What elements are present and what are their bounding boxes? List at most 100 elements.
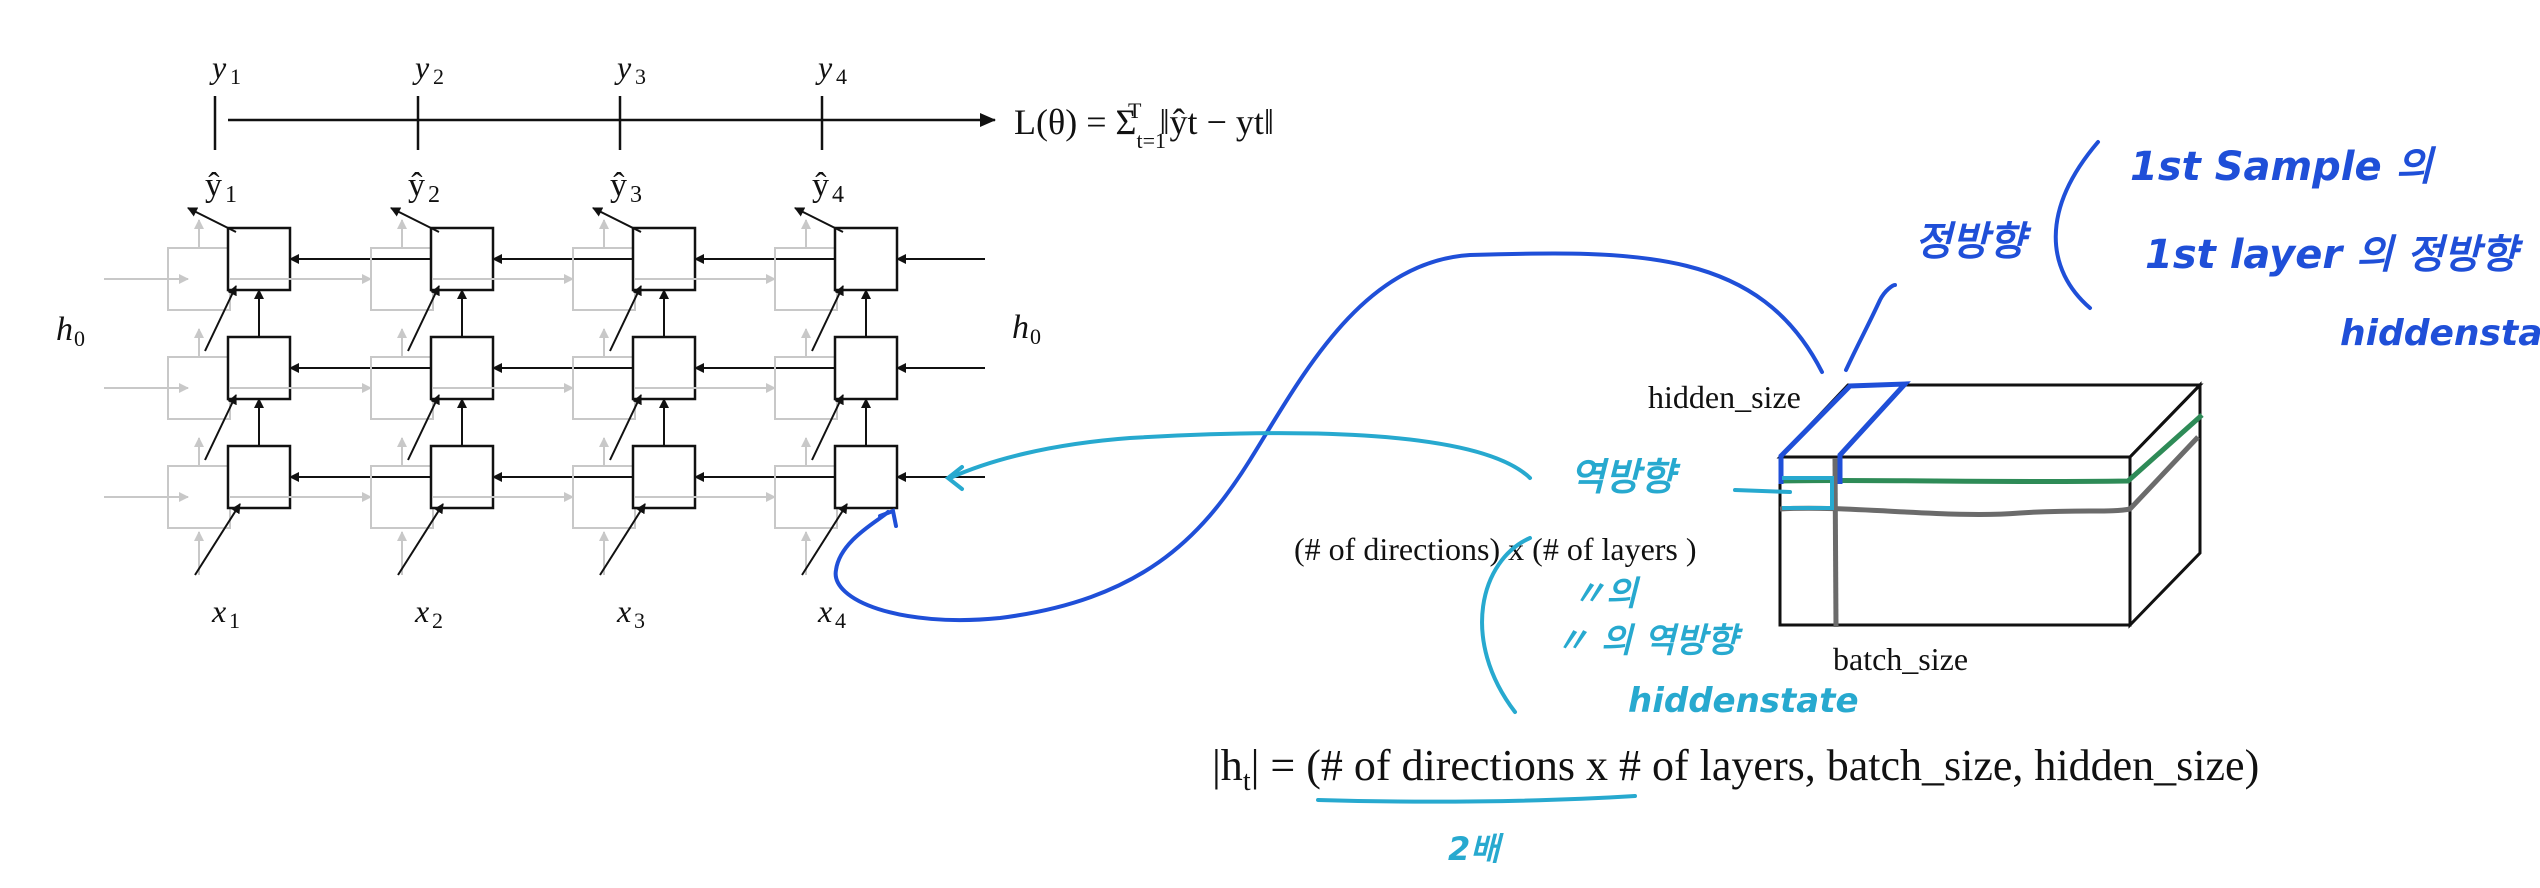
backward-brace-curve [1480, 536, 1532, 714]
cross-layer-arrow [204, 394, 237, 461]
directions-layers-label: (# of directions) x (# of layers ) [1294, 531, 1697, 567]
forward-label-tick [1844, 283, 1897, 372]
backward-cell [226, 226, 292, 292]
svg-text:y: y [412, 49, 430, 85]
directions-underline [1316, 794, 1637, 804]
svg-text:1: 1 [229, 608, 240, 633]
svg-text:3: 3 [635, 64, 646, 89]
svg-text:x: x [211, 593, 226, 629]
backward-cell [631, 226, 697, 292]
ditto-note-2: 〃 의 역방향 [1555, 621, 1744, 661]
sample-bracket [2053, 140, 2100, 310]
svg-text:3: 3 [634, 608, 645, 633]
svg-text:ŷ: ŷ [610, 167, 627, 204]
forward-direction-note: 정방향 [1915, 219, 2032, 265]
svg-text:x: x [616, 593, 631, 629]
forward-cell [370, 356, 434, 420]
output-arrow [187, 207, 237, 233]
backward-cell [429, 226, 495, 292]
svg-text:0: 0 [74, 326, 85, 351]
svg-text:4: 4 [835, 608, 846, 633]
cross-layer-arrow [204, 285, 237, 352]
backward-cell [833, 226, 899, 292]
backward-cell [429, 444, 495, 510]
forward-pointer-curve [833, 251, 1824, 623]
cross-layer-arrow [811, 285, 844, 352]
backward-pointer-curve [944, 431, 1532, 491]
input-arrow [801, 503, 848, 576]
svg-text:1: 1 [225, 182, 237, 208]
forward-cell [774, 465, 838, 529]
backward-direction-note: 역방향 [1570, 455, 1681, 499]
highlighted-hidden-column [1778, 381, 1911, 484]
svg-text:2: 2 [432, 608, 443, 633]
cross-layer-arrow [407, 285, 440, 352]
sample-note-line1: 1st Sample 의 [2130, 144, 2437, 190]
forward-cell [572, 356, 636, 420]
svg-text:y: y [815, 49, 833, 85]
svg-text:3: 3 [630, 182, 642, 208]
input-arrow [599, 503, 646, 576]
forward-slice-outline [1782, 476, 1834, 510]
backward-cell [631, 444, 697, 510]
svg-text:y: y [614, 49, 632, 85]
output-arrow [794, 207, 844, 233]
svg-text:h: h [1012, 309, 1029, 346]
forward-cell [370, 465, 434, 529]
batch-marker [1832, 457, 1839, 628]
backward-cell [429, 335, 495, 401]
layer-band-gray [1779, 435, 2200, 518]
backward-hiddenstate-note: hiddenstate [1628, 681, 1859, 721]
svg-text:ŷ: ŷ [205, 167, 222, 204]
sample-note-line2: 1st layer 의 정방향 [2145, 232, 2523, 278]
hidden-size-label: hidden_size [1648, 379, 1801, 415]
svg-text:4: 4 [836, 64, 847, 89]
output-arrow [592, 207, 642, 233]
times-two-note: 2배 [1448, 830, 1504, 868]
cross-layer-arrow [811, 394, 844, 461]
backward-cell [631, 335, 697, 401]
svg-text:ŷ: ŷ [408, 167, 425, 204]
svg-text:4: 4 [832, 182, 844, 208]
sample-note-line3: hiddenstate [2340, 313, 2540, 354]
backward-cell [833, 444, 899, 510]
cross-layer-arrow [609, 394, 642, 461]
backward-link-stub [1733, 488, 1792, 494]
loss-equation: L(θ) = Σt=1T‖ŷt − yt‖ [1014, 98, 1274, 153]
svg-text:h: h [56, 311, 73, 348]
cross-layer-arrow [407, 394, 440, 461]
svg-text:x: x [817, 593, 832, 629]
svg-text:2: 2 [433, 64, 444, 89]
forward-layer-band [1781, 413, 2204, 485]
svg-text:1: 1 [230, 64, 241, 89]
svg-text:2: 2 [428, 182, 440, 208]
hidden-state-shape-formula: |ht| = (# of directions x # of layers, b… [1212, 741, 2259, 797]
svg-text:y: y [209, 49, 227, 85]
forward-cell [774, 247, 838, 311]
cross-layer-arrow [609, 285, 642, 352]
svg-text:ŷ: ŷ [812, 167, 829, 204]
forward-cell [774, 356, 838, 420]
ditto-note-1: 〃의 [1572, 574, 1641, 614]
backward-cell [226, 335, 292, 401]
backward-cell [226, 444, 292, 510]
backward-cell [833, 335, 899, 401]
svg-text:0: 0 [1030, 324, 1041, 349]
input-arrow [194, 503, 241, 576]
forward-cell [572, 465, 636, 529]
